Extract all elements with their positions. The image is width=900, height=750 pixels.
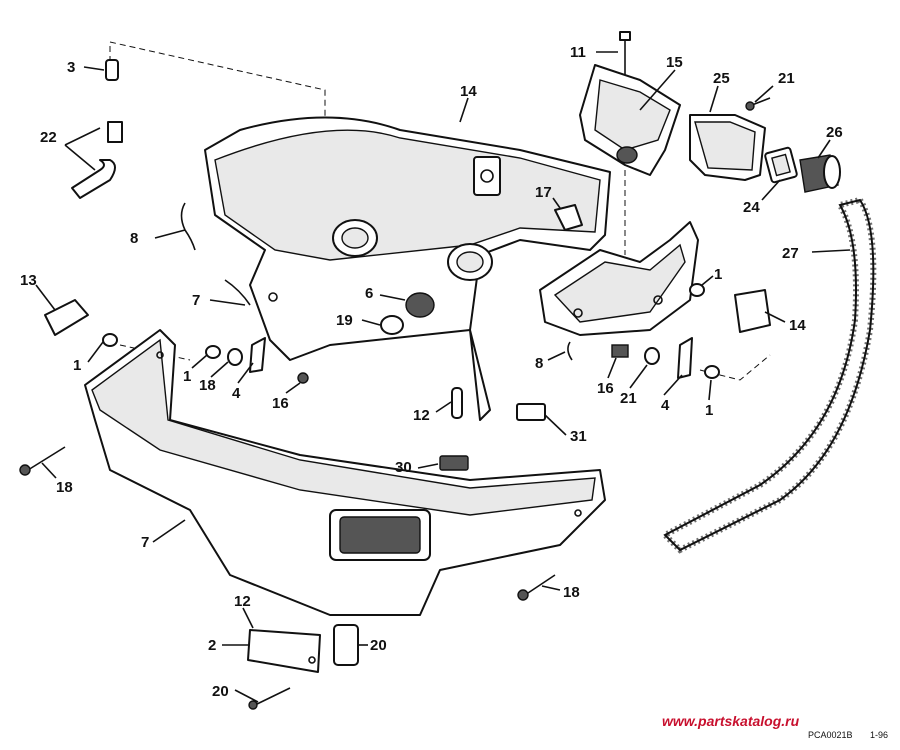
- callout-20-label: 20: [212, 683, 229, 700]
- watermark: www.partskatalog.ru: [662, 713, 800, 729]
- figure-code: PCA0021B: [808, 730, 853, 740]
- callout-14b: 14: [789, 317, 806, 334]
- callout-28: 26: [826, 124, 843, 141]
- callout-9: 7: [192, 292, 200, 309]
- callout-7-label: 7: [141, 534, 149, 551]
- callout-30: 30: [395, 459, 412, 476]
- callout-21b: 21: [620, 390, 637, 407]
- callout-4b: 4: [661, 397, 670, 414]
- callout-31: 31: [570, 428, 587, 445]
- callout-15: 14: [460, 83, 477, 100]
- callout-1: 1: [73, 357, 81, 374]
- callout-21: 18: [199, 377, 216, 394]
- callout-16b: 16: [597, 380, 614, 397]
- callout-18b: 18: [563, 584, 580, 601]
- upper-cover-part: [204, 116, 699, 421]
- figure-date: 1-96: [870, 730, 888, 740]
- callout-22: 19: [336, 312, 353, 329]
- callout-3: 3: [67, 59, 75, 76]
- callout-14: 13: [20, 272, 37, 289]
- callout-6: 6: [365, 285, 373, 302]
- leader-lines: [35, 51, 851, 703]
- callout-24: 21: [778, 70, 795, 87]
- callout-4: 4: [232, 385, 241, 402]
- callout-8-label: 8: [535, 355, 543, 372]
- callout-23: 20: [370, 637, 387, 654]
- callout-19: 17: [535, 184, 552, 201]
- plug-3: [105, 59, 119, 81]
- callout-26: 24: [743, 199, 760, 216]
- callout-18-left: 18: [56, 479, 73, 496]
- callout-1b: 1: [183, 368, 191, 385]
- callout-1d: 1: [714, 266, 722, 283]
- callout-29: 27: [782, 245, 799, 262]
- callout-27: 25: [713, 70, 730, 87]
- callout-17: 15: [666, 54, 683, 71]
- callout-labels: 3 22 11 15 25 21 26 24 27 14 17 8 7 6 19…: [20, 44, 843, 700]
- callout-1c: 1: [705, 402, 713, 419]
- callout-13: 12: [413, 407, 430, 424]
- callout-25: 22: [40, 129, 57, 146]
- callout-12-label: 12: [234, 593, 251, 610]
- callout-2: 2: [208, 637, 216, 654]
- callout-10: 8: [130, 230, 138, 247]
- callout-11: 11: [570, 44, 586, 61]
- lower-cover-part: [84, 329, 606, 616]
- callout-16: 16: [272, 395, 289, 412]
